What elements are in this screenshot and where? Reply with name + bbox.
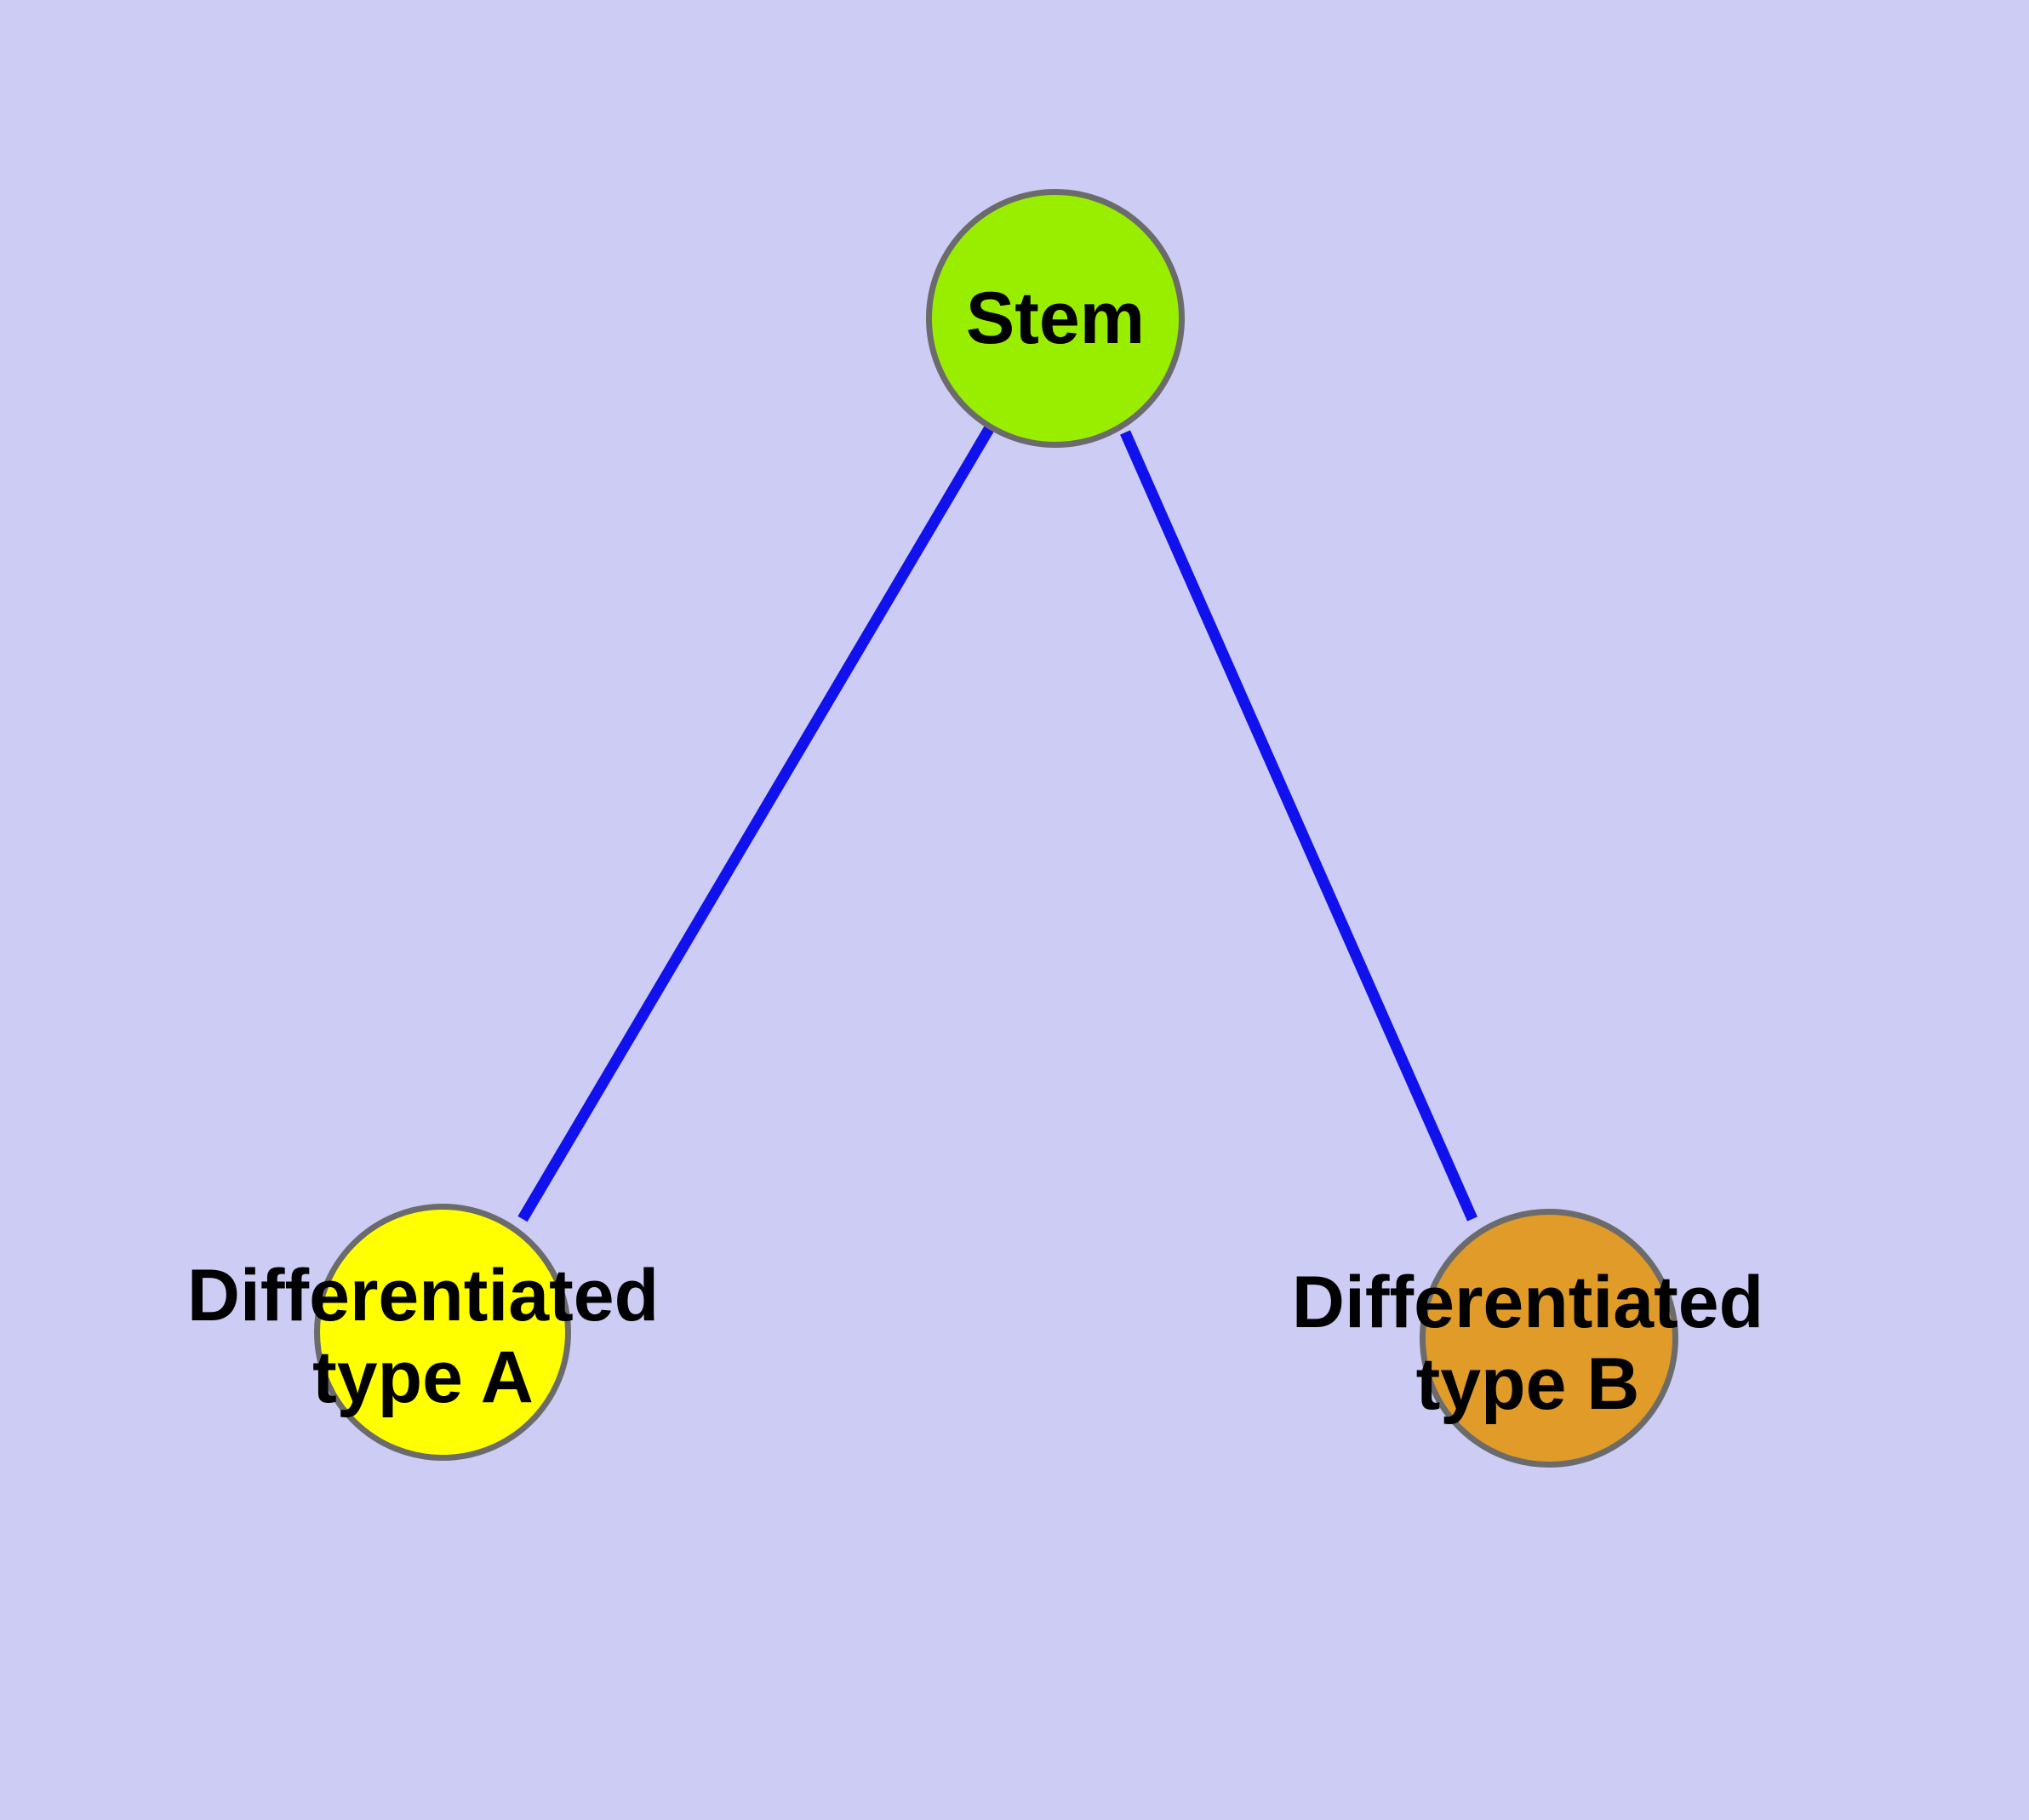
edge-stem-to-differentiated-type-b — [1120, 430, 1477, 1222]
node-differentiated-type-a[interactable] — [314, 1204, 571, 1461]
node-stem[interactable] — [926, 189, 1185, 448]
node-differentiated-type-b[interactable] — [1420, 1209, 1678, 1468]
edge-stem-to-differentiated-type-a — [517, 426, 994, 1222]
